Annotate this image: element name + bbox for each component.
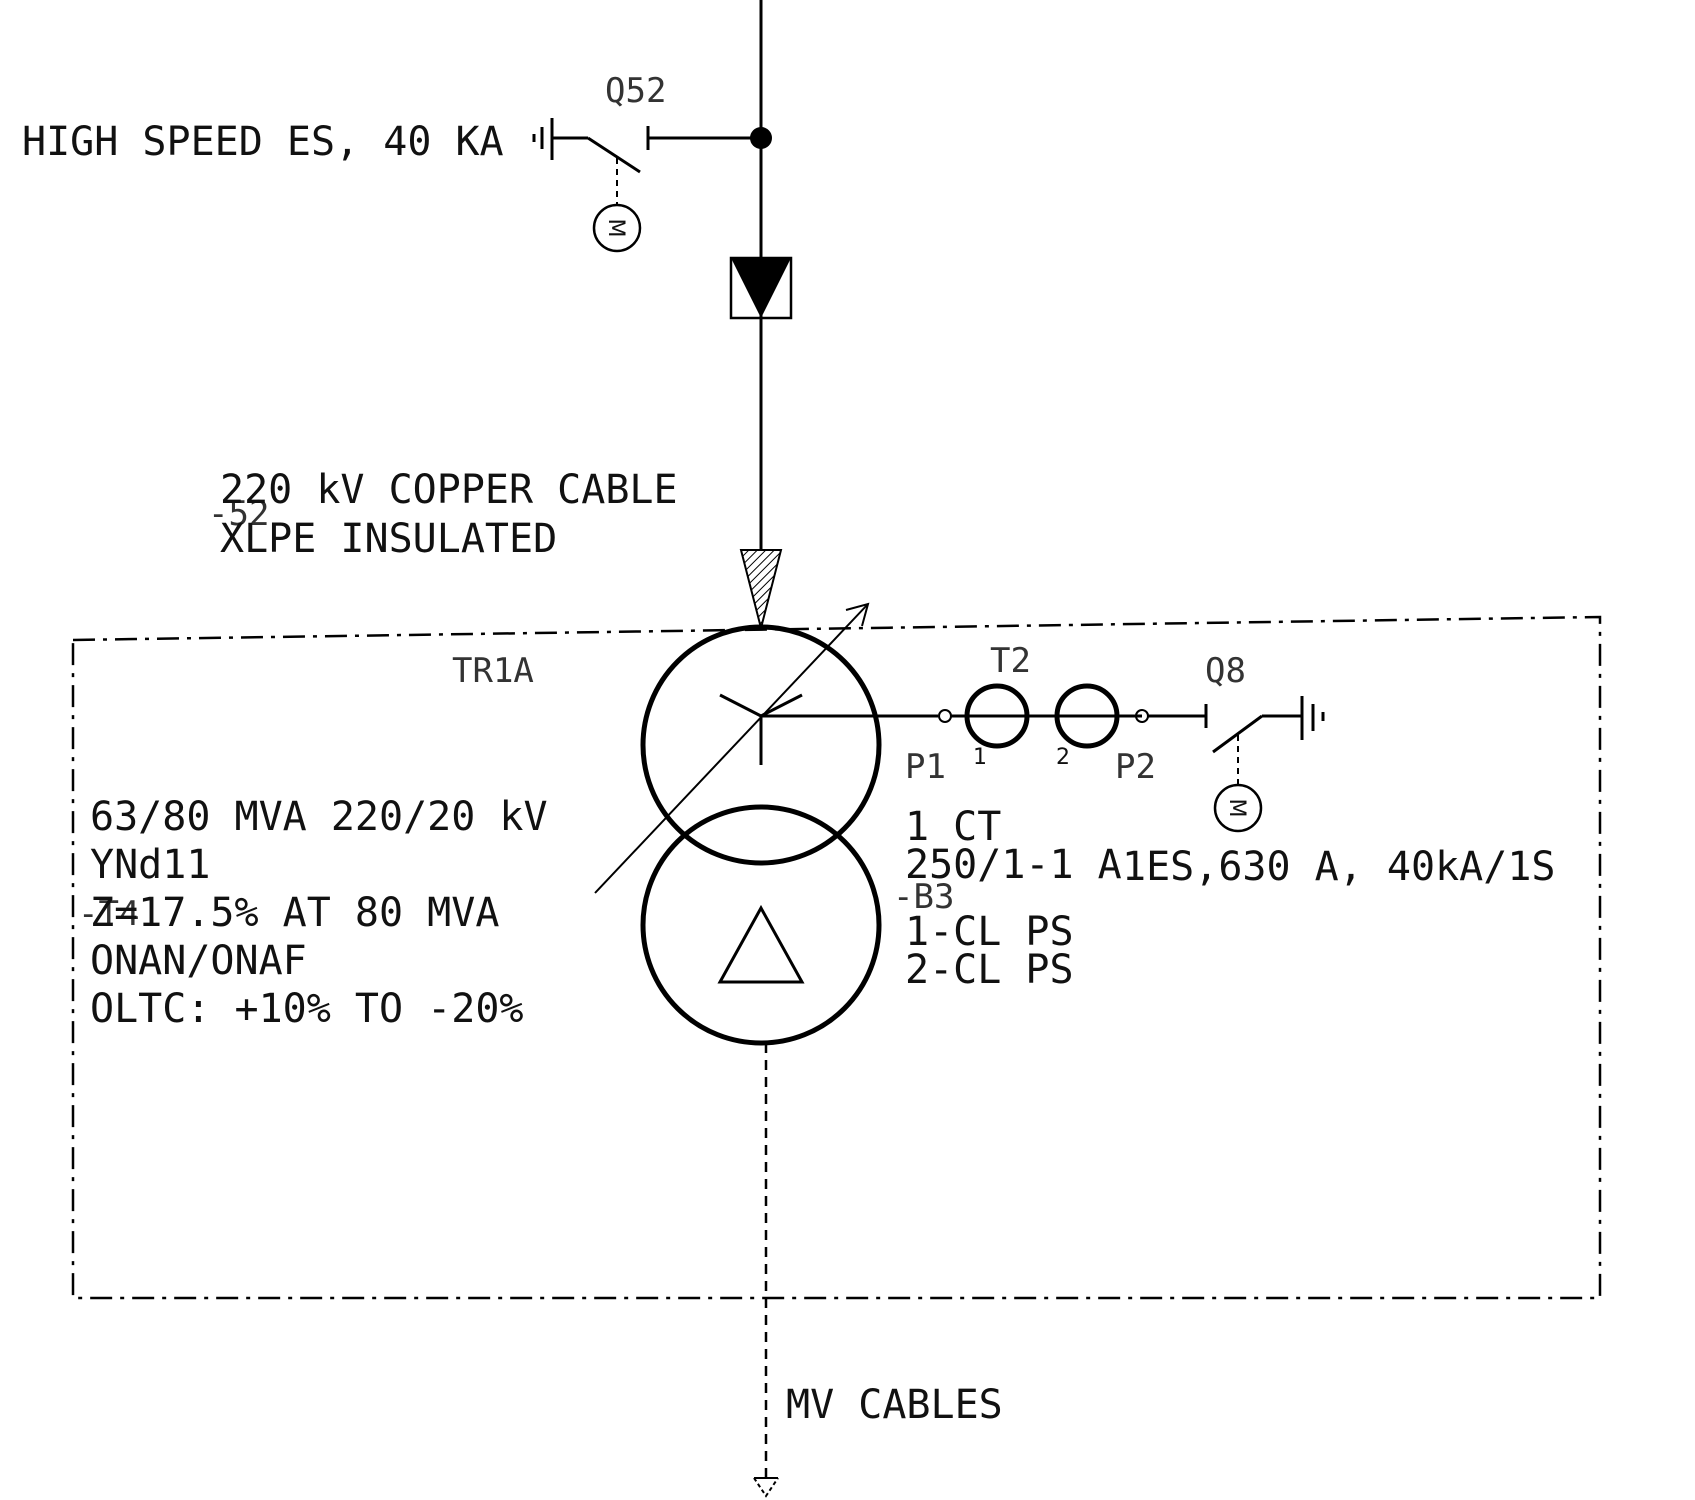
star-winding-icon (719, 693, 803, 765)
mv-cable-arrow-icon (753, 1477, 779, 1498)
q8-earth-switch: M (1212, 696, 1325, 833)
earth-switch-spec: 1ES,630 A, 40kA/1S (1122, 844, 1555, 890)
transformer-name: TR1A (452, 651, 534, 691)
earth-switch-q8-name: Q8 (1205, 651, 1246, 691)
ct-spec-line: 2-CL PS (905, 947, 1074, 993)
ct-name: T2 (990, 641, 1031, 681)
ct-spec-line: 1 CT (905, 804, 1001, 850)
transformer-tag: -T4 (78, 894, 139, 934)
cable-tag: -52 (208, 494, 269, 534)
mv-cables-label: MV CABLES (786, 1382, 1003, 1428)
p2-label: P2 (1115, 747, 1156, 787)
q52-label: Q52 (605, 71, 666, 111)
transformer-spec-line: ONAN/ONAF (90, 938, 307, 984)
transformer-spec-line: Z=17.5% AT 80 MVA (90, 890, 499, 936)
ct-tag: -B3 (893, 877, 954, 917)
oltc-arrow (594, 602, 870, 894)
cable-description-line2: XLPE INSULATED (220, 516, 557, 562)
transformer-spec-line: 63/80 MVA 220/20 kV (90, 794, 548, 840)
ct-core1-number: 1 (973, 745, 987, 770)
ct-spec-line: 250/1-1 A (905, 842, 1122, 888)
cable-termination-cone (739, 549, 783, 629)
p1-terminal (938, 709, 952, 723)
q52-motor-symbol: M (603, 219, 628, 238)
transformer-spec-line: YNd11 (90, 842, 210, 888)
transformer-lv-winding (640, 804, 882, 1046)
ct-spec-line: 1-CL PS (905, 909, 1074, 955)
transformer-spec-line: OLTC: +10% TO -20% (90, 986, 523, 1032)
transformer-hv-winding (640, 624, 882, 866)
high-speed-es-label: HIGH SPEED ES, 40 KA (22, 119, 504, 165)
q52-earth-switch: M (532, 118, 761, 253)
cable-description-line1: 220 kV COPPER CABLE (220, 467, 678, 513)
ct-core2-number: 2 (1056, 745, 1070, 770)
ct-core-1 (964, 683, 1030, 749)
delta-winding-icon (717, 904, 805, 984)
surge-arrester-symbol (729, 256, 793, 320)
transformer-enclosure (71, 615, 1602, 1300)
q8-motor-symbol: M (1224, 799, 1249, 818)
ct-core-2 (1054, 683, 1120, 749)
p1-label: P1 (905, 747, 946, 787)
